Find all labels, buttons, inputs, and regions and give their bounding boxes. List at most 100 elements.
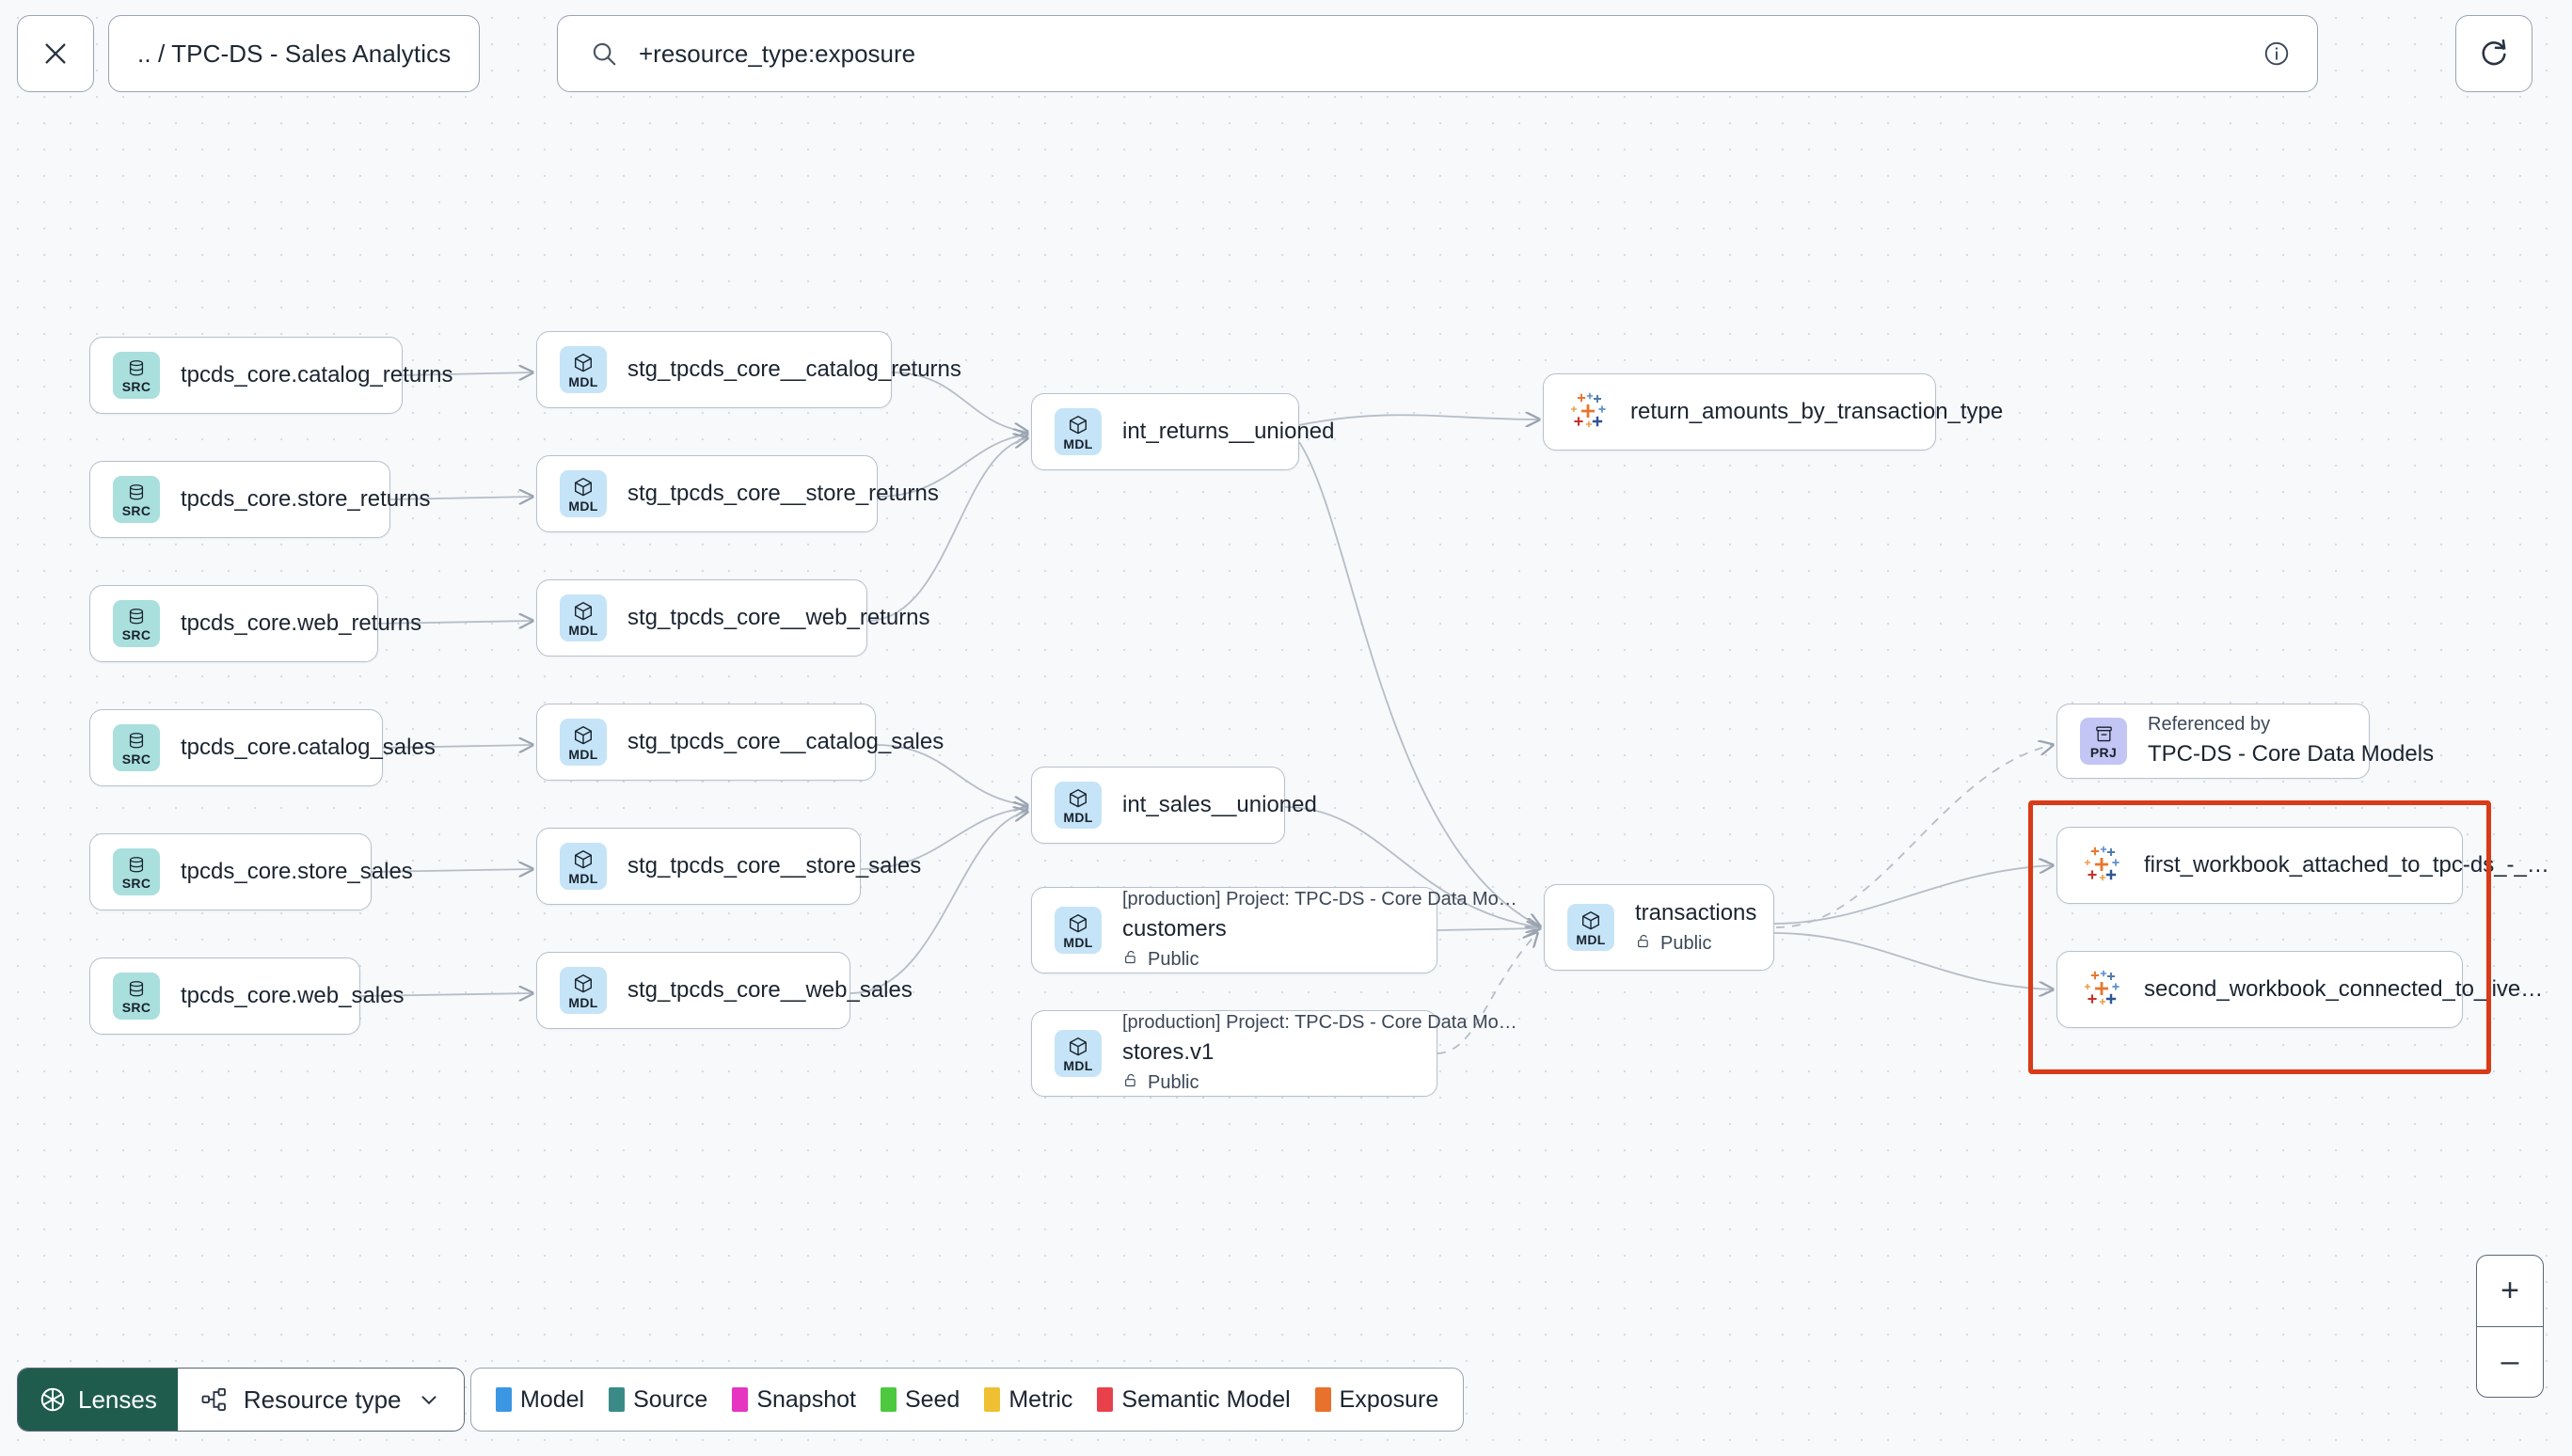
- node-label: tpcds_core.catalog_returns: [181, 362, 453, 388]
- node-text-block: [production] Project: TPC-DS - Core Data…: [1122, 1012, 1517, 1095]
- node-visibility-label: Public: [1660, 933, 1712, 954]
- resource-type-dropdown[interactable]: Resource type: [177, 1369, 464, 1431]
- graph-node-second-workbook[interactable]: second_workbook_connected_to_live…: [2056, 951, 2543, 1028]
- node-text-block: tpcds_core.web_returns: [181, 609, 422, 638]
- aperture-icon: [39, 1385, 67, 1414]
- refresh-button[interactable]: [2455, 15, 2532, 92]
- refresh-icon: [2478, 38, 2510, 70]
- graph-node-return-amounts[interactable]: return_amounts_by_transaction_type: [1543, 373, 2003, 451]
- node-text-block: stg_tpcds_core__store_returns: [627, 480, 939, 508]
- zoom-controls[interactable]: + –: [2476, 1255, 2544, 1398]
- src-badge-icon: SRC: [113, 476, 160, 523]
- node-label: transactions: [1635, 900, 1757, 926]
- node-label: stg_tpcds_core__store_sales: [627, 853, 922, 878]
- graph-node-stores-v1[interactable]: MDL [production] Project: TPC-DS - Core D…: [1031, 1010, 1517, 1097]
- src-badge-icon: SRC: [113, 600, 160, 647]
- prj-badge-icon: PRJ: [2080, 718, 2127, 765]
- tableau-exposure-icon: [1566, 390, 1610, 434]
- tableau-exposure-icon: [2080, 968, 2123, 1011]
- legend-item: Exposure: [1314, 1385, 1439, 1414]
- legend-label: Seed: [904, 1385, 961, 1413]
- lock-icon: [1122, 948, 1140, 972]
- zoom-in-button[interactable]: +: [2477, 1256, 2543, 1327]
- graph-node-src-web-sales[interactable]: SRC tpcds_core.web_sales: [89, 957, 405, 1035]
- legend-item: Seed: [880, 1385, 961, 1414]
- mdl-badge-icon: MDL: [1567, 904, 1614, 951]
- graph-node-transactions[interactable]: MDL transactions Public: [1544, 884, 1774, 971]
- graph-node-first-workbook[interactable]: first_workbook_attached_to_tpc-ds_-_…: [2056, 827, 2549, 904]
- mdl-badge-icon: MDL: [1055, 782, 1102, 829]
- node-text-block: stg_tpcds_core__web_returns: [627, 604, 930, 632]
- legend-item: Snapshot: [732, 1386, 856, 1414]
- legend-label: Snapshot: [756, 1385, 856, 1413]
- legend-item: Model: [496, 1386, 584, 1414]
- graph-node-stg-store-returns[interactable]: MDL stg_tpcds_core__store_returns: [536, 455, 939, 532]
- node-text-block: tpcds_core.store_sales: [181, 858, 413, 886]
- zoom-out-button[interactable]: –: [2501, 1343, 2519, 1380]
- close-button[interactable]: [17, 15, 94, 92]
- lock-icon: [1635, 932, 1653, 956]
- node-text-block: tpcds_core.store_returns: [181, 485, 430, 514]
- node-text-block: tpcds_core.web_sales: [181, 982, 405, 1010]
- src-badge-icon: SRC: [113, 973, 160, 1020]
- node-label: first_workbook_attached_to_tpc-ds_-_…: [2144, 852, 2549, 878]
- legend-swatch: [984, 1387, 1001, 1412]
- legend-swatch: [1314, 1387, 1331, 1412]
- legend-item: Semantic Model: [1097, 1385, 1291, 1414]
- graph-node-src-web-returns[interactable]: SRC tpcds_core.web_returns: [89, 585, 422, 662]
- breadcrumb[interactable]: .. / TPC-DS - Sales Analytics: [108, 15, 481, 92]
- close-icon: [40, 39, 71, 69]
- chevron-down-icon: [417, 1387, 441, 1412]
- node-text-block: stg_tpcds_core__catalog_sales: [627, 728, 945, 756]
- legend-label: Exposure: [1339, 1385, 1439, 1413]
- node-visibility: Public: [1122, 948, 1414, 972]
- node-label: TPC-DS - Core Data Models: [2148, 741, 2435, 767]
- graph-node-src-store-returns[interactable]: SRC tpcds_core.store_returns: [89, 461, 430, 538]
- legend-swatch: [732, 1387, 749, 1412]
- node-label: int_sales__unioned: [1122, 792, 1317, 817]
- mdl-badge-icon: MDL: [1055, 1030, 1102, 1077]
- mdl-badge-icon: MDL: [560, 967, 607, 1014]
- node-subtitle: [production] Project: TPC-DS - Core Data…: [1122, 889, 1517, 910]
- node-visibility: Public: [1635, 932, 1751, 956]
- node-label: stg_tpcds_core__catalog_sales: [627, 729, 945, 754]
- node-text-block: stg_tpcds_core__web_sales: [627, 976, 913, 1005]
- node-text-block: transactions Public: [1635, 899, 1757, 956]
- node-label: customers: [1122, 916, 1227, 942]
- legend-swatch: [1097, 1387, 1114, 1412]
- legend-item: Metric: [984, 1386, 1072, 1414]
- mdl-badge-icon: MDL: [1055, 408, 1102, 455]
- graph-node-int-sales-unioned[interactable]: MDL int_sales__unioned: [1031, 767, 1317, 844]
- graph-node-stg-web-returns[interactable]: MDL stg_tpcds_core__web_returns: [536, 579, 930, 657]
- node-label: stores.v1: [1122, 1039, 1215, 1065]
- graph-node-stg-web-sales[interactable]: MDL stg_tpcds_core__web_sales: [536, 952, 913, 1029]
- graph-node-customers[interactable]: MDL[production] Project: TPC-DS - Core D…: [1031, 887, 1517, 973]
- node-label: stg_tpcds_core__catalog_returns: [627, 356, 961, 382]
- search-bar[interactable]: +resource_type:exposure: [557, 15, 2318, 92]
- info-icon[interactable]: [2262, 40, 2291, 68]
- node-visibility-label: Public: [1148, 1072, 1199, 1093]
- node-label: tpcds_core.web_sales: [181, 983, 405, 1008]
- lock-icon: [1122, 1071, 1140, 1095]
- lenses-button[interactable]: Lenses: [18, 1369, 178, 1431]
- mdl-badge-icon: MDL: [560, 346, 607, 393]
- node-label: tpcds_core.web_returns: [181, 610, 422, 636]
- search-input[interactable]: +resource_type:exposure: [639, 39, 916, 68]
- breadcrumb-label: .. / TPC-DS - Sales Analytics: [137, 39, 452, 68]
- legend-swatch: [496, 1387, 512, 1412]
- graph-node-stg-catalog-returns[interactable]: MDL stg_tpcds_core__catalog_returns: [536, 331, 961, 408]
- lenses-toolbar: Lenses Resource type: [17, 1368, 465, 1432]
- mdl-badge-icon: MDL: [560, 594, 607, 641]
- legend-swatch: [880, 1387, 897, 1412]
- mdl-badge-icon: MDL: [560, 470, 607, 517]
- legend-label: Semantic Model: [1121, 1385, 1291, 1413]
